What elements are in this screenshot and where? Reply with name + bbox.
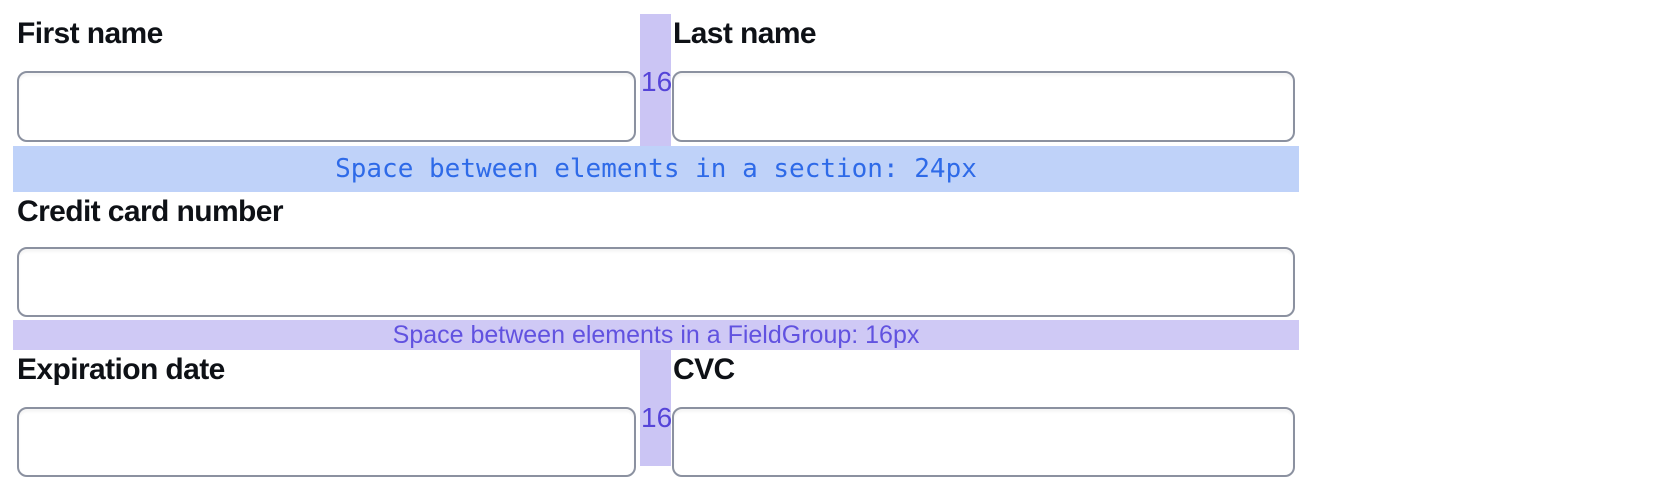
fieldgroup-spacing-band: Space between elements in a FieldGroup: … <box>13 320 1299 350</box>
gap-size-label-bottom: 16 <box>641 402 673 433</box>
gap-size-label-top: 16 <box>641 66 673 97</box>
card-number-input[interactable] <box>17 247 1295 317</box>
fieldgroup-spacing-text: Space between elements in a FieldGroup: … <box>392 320 920 349</box>
cvc-label: CVC <box>673 353 735 386</box>
first-name-input[interactable] <box>17 71 636 142</box>
column-gap-strip-top <box>640 14 671 146</box>
first-name-label: First name <box>17 17 163 50</box>
card-number-label: Credit card number <box>17 195 284 228</box>
expiration-date-label: Expiration date <box>17 353 225 386</box>
last-name-label: Last name <box>673 17 817 50</box>
expiration-date-input[interactable] <box>17 407 636 477</box>
cvc-input[interactable] <box>672 407 1295 477</box>
section-spacing-text: Space between elements in a section: 24p… <box>335 154 977 184</box>
last-name-input[interactable] <box>672 71 1295 142</box>
section-spacing-band: Space between elements in a section: 24p… <box>13 146 1299 192</box>
